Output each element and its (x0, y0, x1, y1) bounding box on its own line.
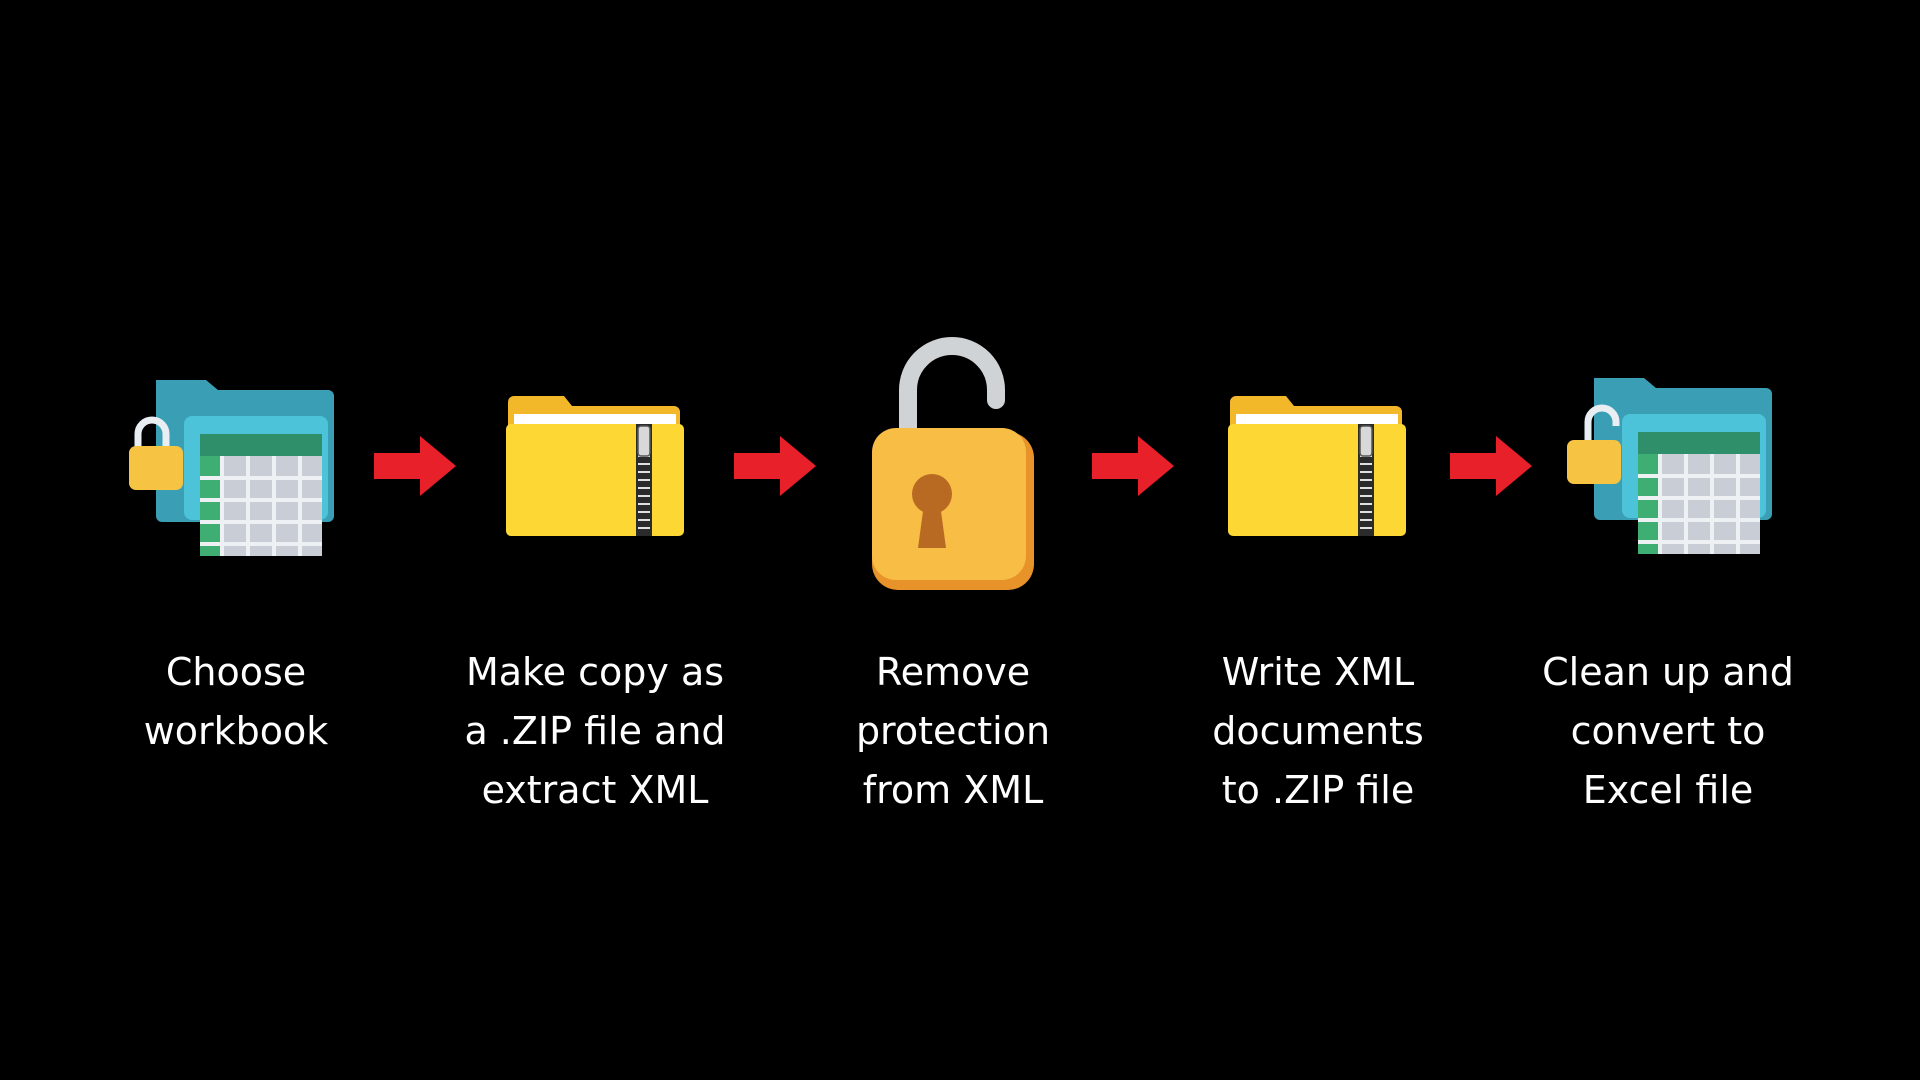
unlocked-workbook-icon (1566, 376, 1772, 556)
right-arrow-icon (1450, 434, 1534, 503)
zip-folder-icon (1226, 396, 1406, 538)
locked-workbook-icon (128, 378, 334, 558)
step-4-label: Write XML documents to .ZIP file (1212, 650, 1424, 812)
right-arrow-icon (1092, 434, 1176, 503)
step-3-label: Remove protection from XML (855, 650, 1051, 812)
step-2-label: Make copy as a .ZIP file and extract XML (464, 650, 726, 812)
open-padlock-icon (870, 336, 1036, 594)
right-arrow-icon (374, 434, 458, 503)
step-1-label: Choose workbook (143, 650, 329, 753)
step-5-label: Clean up and convert to Excel file (1542, 650, 1794, 812)
zip-folder-icon (504, 396, 684, 538)
right-arrow-icon (734, 434, 818, 503)
